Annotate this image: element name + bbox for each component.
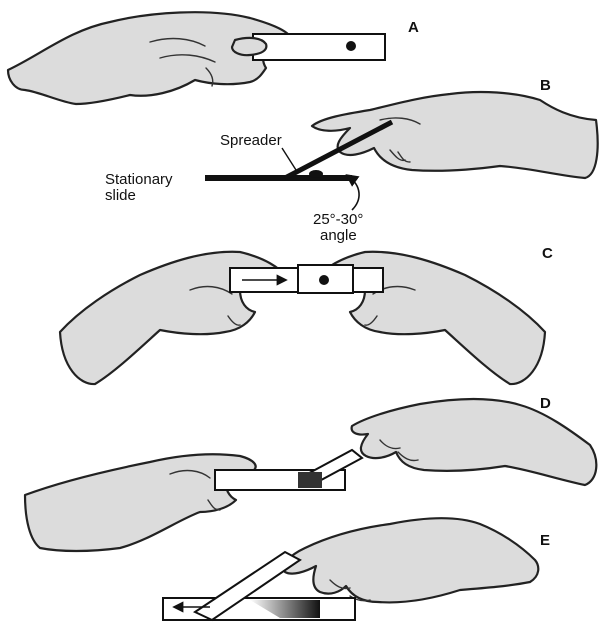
blood-drop — [309, 170, 323, 178]
panel-c-letter: C — [542, 245, 553, 262]
panel-b: Spreader Stationary slide 25°-30° angle … — [105, 77, 598, 244]
thumb — [232, 38, 266, 55]
angle-label-line2: angle — [320, 227, 357, 244]
panel-d-letter: D — [540, 395, 551, 412]
angle-label-line1: 25°-30° — [313, 211, 363, 228]
panel-c: C — [60, 245, 553, 384]
spreader-label: Spreader — [220, 132, 282, 149]
stationary-slide-label-line1: Stationary — [105, 171, 173, 188]
angle-arrow — [348, 176, 359, 210]
right-hand-holding-spreader — [284, 518, 539, 602]
blood-drop — [319, 275, 329, 285]
panel-e: E — [163, 518, 550, 620]
panel-b-letter: B — [540, 77, 551, 94]
left-hand-holding-slide — [8, 12, 292, 104]
panel-a: A — [8, 12, 419, 104]
left-hand — [25, 454, 256, 551]
panel-d: D — [25, 395, 596, 551]
panel-e-letter: E — [540, 532, 550, 549]
slide-right — [353, 268, 383, 292]
stationary-slide-label-line2: slide — [105, 187, 136, 204]
blood-smear — [298, 472, 322, 488]
right-hand — [352, 399, 597, 485]
blood-drop — [346, 41, 356, 51]
spreader-pointer-line — [282, 148, 296, 170]
panel-a-letter: A — [408, 19, 419, 36]
right-hand-holding-spreader — [312, 92, 598, 178]
glass-slide — [253, 34, 385, 60]
